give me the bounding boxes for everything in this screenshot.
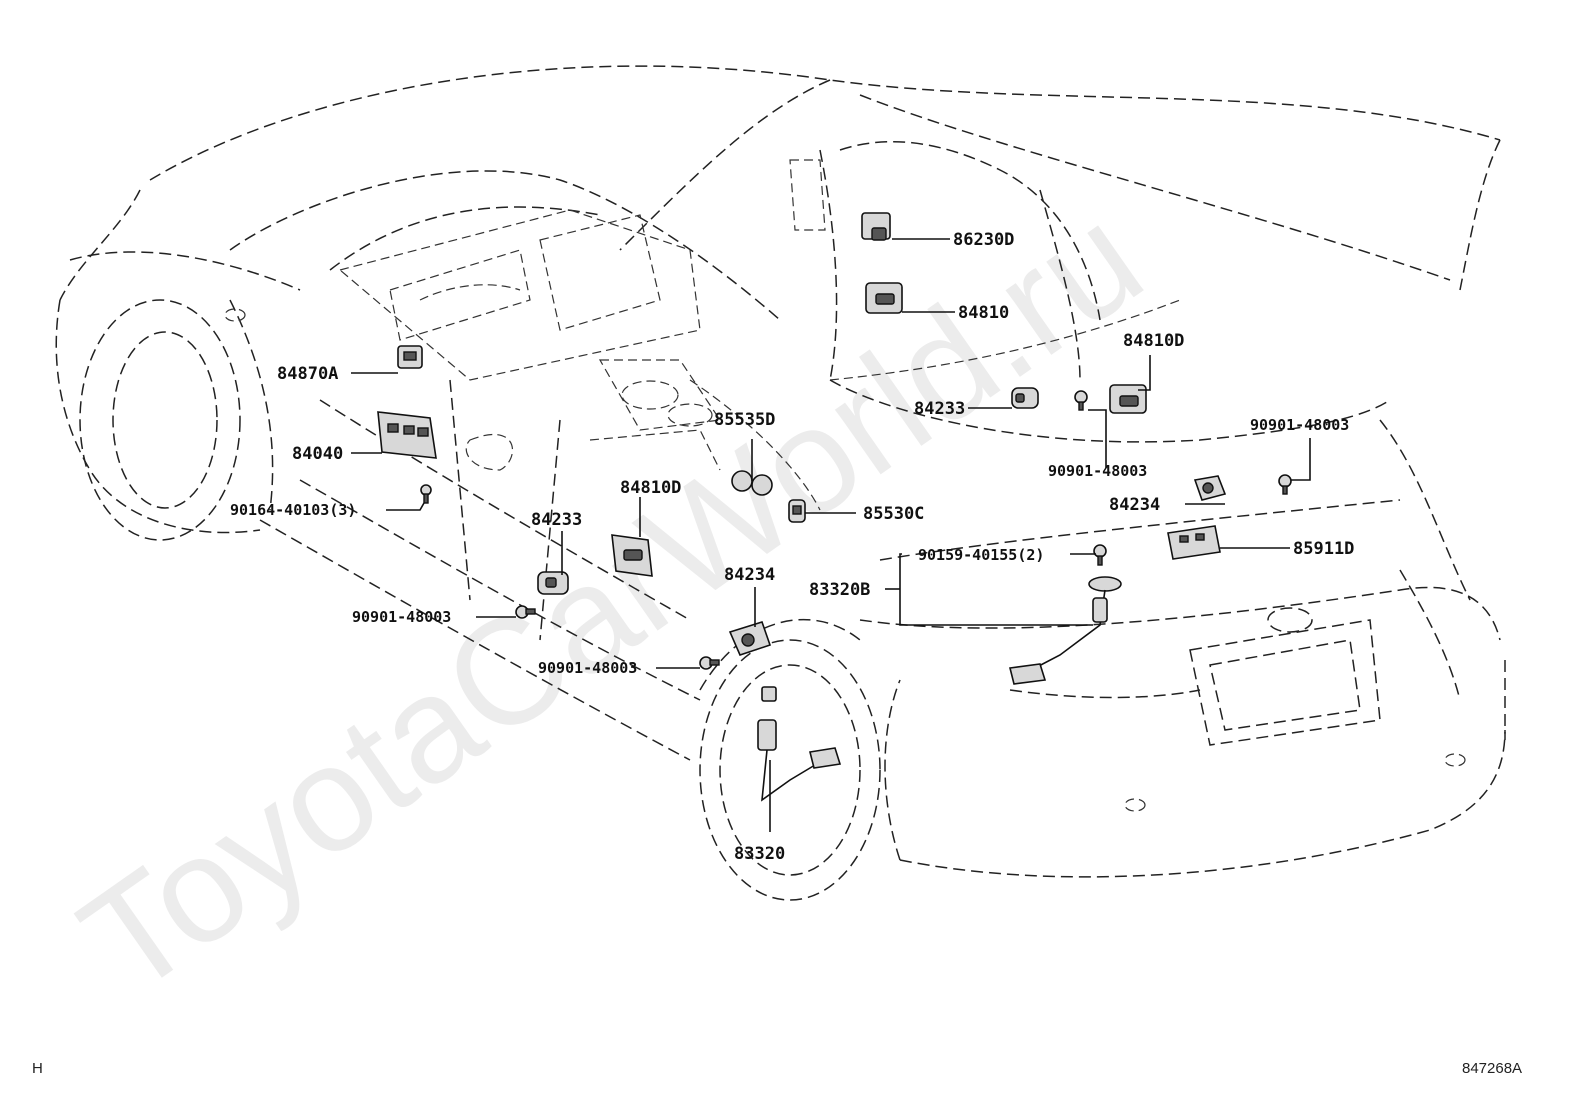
part-84810D-right (1109, 384, 1147, 414)
label-84233-right: 84233 (914, 399, 965, 419)
part-84810D-center (611, 534, 653, 577)
part-86230D (861, 212, 891, 241)
label-84810D-right: 84810D (1123, 331, 1184, 351)
label-85535D: 85535D (714, 410, 775, 430)
label-84233-center: 84233 (531, 510, 582, 530)
car-outline (55, 65, 1506, 901)
diagram-id: 847268A (1462, 1060, 1522, 1077)
label-84810: 84810 (958, 303, 1009, 323)
part-84234-right (1193, 475, 1227, 501)
label-84040: 84040 (292, 444, 343, 464)
label-84234-right: 84234 (1109, 495, 1160, 515)
part-labels: 86230D 84810 84810D 84233 90901-48003 90… (230, 230, 1354, 864)
part-84234-center (728, 621, 772, 656)
part-83320 (757, 686, 842, 802)
parts (377, 212, 1292, 802)
watermark: ToyotaCarWorld.ru (52, 173, 1170, 1026)
label-85530C: 85530C (863, 504, 924, 524)
part-84233-center (537, 571, 569, 595)
label-84234-center: 84234 (724, 565, 775, 585)
part-84040 (377, 411, 437, 459)
screw-90164-40103 (420, 484, 432, 504)
screw-90901-48003-center (699, 656, 720, 670)
label-84810D-center: 84810D (620, 478, 681, 498)
part-84870A (397, 345, 423, 369)
part-83320B (1009, 576, 1122, 685)
label-90901-48003-right-lower: 90901-48003 (1048, 462, 1147, 480)
part-84233-right (1011, 387, 1039, 409)
part-85911D (1167, 525, 1221, 560)
label-86230D: 86230D (953, 230, 1014, 250)
label-84870A: 84870A (277, 364, 338, 384)
label-90901-48003-center: 90901-48003 (538, 659, 637, 677)
screw-90901-48003-right-upper (1074, 390, 1088, 411)
screw-90901-48003-right-lower (1278, 474, 1292, 495)
label-90901-48003-left: 90901-48003 (352, 608, 451, 626)
part-85530C (788, 499, 806, 523)
screw-90901-48003-left (515, 605, 536, 619)
label-90164-40103: 90164-40103(3) (230, 501, 356, 519)
screw-90159-40155 (1093, 544, 1107, 566)
label-83320B: 83320B (809, 580, 870, 600)
label-85911D: 85911D (1293, 539, 1354, 559)
leader-lines (351, 238, 1311, 832)
label-83320: 83320 (734, 844, 785, 864)
label-90159-40155: 90159-40155(2) (918, 546, 1044, 564)
label-90901-48003-right-upper: 90901-48003 (1250, 416, 1349, 434)
part-84810 (865, 282, 903, 314)
corner-mark: H (32, 1060, 43, 1077)
